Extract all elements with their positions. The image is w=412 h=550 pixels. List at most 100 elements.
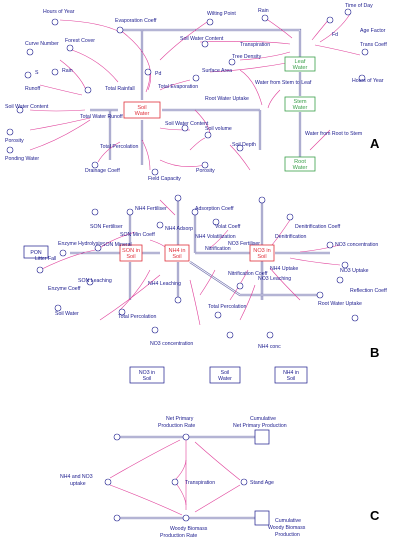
label: NH4 Volatilization xyxy=(195,234,236,240)
panel-a-links xyxy=(29,13,361,171)
label: Total Percolation xyxy=(208,304,246,310)
ghost-no3-in-soil[interactable]: NO3 in Soil xyxy=(129,366,165,384)
label: NH4 Uptake xyxy=(270,266,298,272)
label: Litter Fall xyxy=(35,256,56,262)
label: Cumulative xyxy=(275,518,301,524)
label: Age Factor xyxy=(360,28,386,34)
panel-b-aux xyxy=(36,194,359,339)
label: Reflection Coeff xyxy=(350,288,387,294)
label: Rain xyxy=(258,8,269,14)
svg-text:PON: PON xyxy=(30,250,41,256)
cumulative-npp-stock[interactable] xyxy=(254,429,270,445)
no3-in-soil-stock[interactable]: NO3 in Soil xyxy=(249,244,275,262)
label: Denitrification xyxy=(275,234,307,240)
label: Woody Biomass xyxy=(268,525,306,531)
svg-text:Water: Water xyxy=(218,376,232,382)
label: NO3 Leaching xyxy=(258,276,291,282)
svg-text:Water: Water xyxy=(293,65,308,71)
panel-b-letter: B xyxy=(370,345,379,360)
label: Time of Day xyxy=(345,3,373,9)
label: Hours of Year xyxy=(352,78,384,84)
label: Woody Biomass xyxy=(170,526,208,532)
cumulative-woody-stock[interactable] xyxy=(254,510,270,526)
label: Hours of Year xyxy=(43,9,75,15)
panel-c-pipes xyxy=(120,435,255,520)
svg-text:Soil: Soil xyxy=(143,376,152,382)
label: Ponding Water xyxy=(5,156,39,162)
label: Total Rainfall xyxy=(105,86,135,92)
svg-text:Soil: Soil xyxy=(257,254,266,260)
label: Evaporation Coeff xyxy=(115,18,157,24)
label: SON Min Coeff xyxy=(120,232,155,238)
label: NH4 Leaching xyxy=(148,281,181,287)
label: Soil Depth xyxy=(232,142,256,148)
svg-text:Soil: Soil xyxy=(287,376,296,382)
svg-text:Soil: Soil xyxy=(221,370,230,376)
label: Cumulative xyxy=(250,416,276,422)
label: Soil Water xyxy=(55,311,79,317)
label: Soil Water Content xyxy=(5,104,49,110)
svg-text:Water: Water xyxy=(293,165,308,171)
panel-b-labels: NH4 Fertiliser Adsorption Coeff SON Fert… xyxy=(35,206,387,350)
panel-b: PON SON in Soil NH4 in Soil NO3 in Soil … xyxy=(23,194,387,384)
label: Field Capacity xyxy=(148,176,181,182)
nh4-in-soil-stock[interactable]: NH4 in Soil xyxy=(164,244,190,262)
label: Denitrification Coeff xyxy=(295,224,341,230)
panel-a-aux xyxy=(6,8,369,176)
soil-water-label-line1: Soil xyxy=(137,105,146,111)
label: Production Rate xyxy=(158,423,195,429)
ghost-soil-water[interactable]: Soil Water xyxy=(209,366,241,384)
panel-a-letter: A xyxy=(370,136,380,151)
panel-b-pipes xyxy=(70,200,330,300)
label: Stand Age xyxy=(250,480,274,486)
label: Production xyxy=(275,532,300,538)
label: Curve Number xyxy=(25,41,59,47)
label: NH4 conc xyxy=(258,344,281,350)
panel-c: Net Primary Production Rate Cumulative N… xyxy=(60,416,380,539)
svg-text:Root: Root xyxy=(294,159,306,165)
label: Tree Density xyxy=(232,54,262,60)
label: Forest Cover xyxy=(65,38,95,44)
pon-box[interactable]: PON xyxy=(23,245,49,259)
svg-text:Stem: Stem xyxy=(293,99,306,105)
label: NO3 concentration xyxy=(335,242,378,248)
svg-text:NO3 in: NO3 in xyxy=(139,370,155,376)
label: SON Mineral xyxy=(102,242,132,248)
svg-text:SON in: SON in xyxy=(122,248,140,254)
root-water-stock[interactable]: Root Water xyxy=(284,156,316,172)
label: Total Percolation xyxy=(100,144,138,150)
soil-water-stock[interactable]: Soil Water xyxy=(123,101,161,119)
label: Water from Stem to Leaf xyxy=(255,80,312,86)
panel-a-pipes xyxy=(90,28,302,165)
label: Root Water Uptake xyxy=(318,301,362,307)
panel-c-links xyxy=(109,439,241,516)
label: Adsorption Coeff xyxy=(195,206,234,212)
label: Soil Water Content xyxy=(180,36,224,42)
label: Porosity xyxy=(5,138,24,144)
label: Net Primary xyxy=(166,416,194,422)
panel-c-letter: C xyxy=(370,508,380,523)
son-in-soil-stock[interactable]: SON in Soil xyxy=(119,244,143,262)
ghost-nh4-in-soil[interactable]: NH4 in Soil xyxy=(274,366,308,384)
label: Trans Coeff xyxy=(360,42,387,48)
label: Production Rate xyxy=(160,533,197,539)
label: Surface Area xyxy=(202,68,232,74)
label: Soil volume xyxy=(205,126,232,132)
svg-text:NO3 in: NO3 in xyxy=(253,248,270,254)
stem-water-stock[interactable]: Stem Water xyxy=(284,96,316,112)
panel-a-labels: Hours of Year Evaporation Coeff Wilting … xyxy=(5,3,387,182)
label: Root Water Uptake xyxy=(205,96,249,102)
svg-text:NH4 in: NH4 in xyxy=(283,370,299,376)
label: Enzyme Hydrolysis xyxy=(58,241,103,247)
label: Enzyme Coeff xyxy=(48,286,81,292)
svg-text:NH4 in: NH4 in xyxy=(168,248,185,254)
label: Rain xyxy=(62,68,73,74)
label: Total Percolation xyxy=(118,314,156,320)
label: Total Water Runoff xyxy=(80,114,123,120)
label: Net Primary Production xyxy=(233,423,287,429)
leaf-water-stock[interactable]: Leaf Water xyxy=(284,56,316,72)
label: SON Fertiliser xyxy=(90,224,123,230)
label: Runoff xyxy=(25,86,41,92)
label: Wilting Point xyxy=(207,11,236,17)
